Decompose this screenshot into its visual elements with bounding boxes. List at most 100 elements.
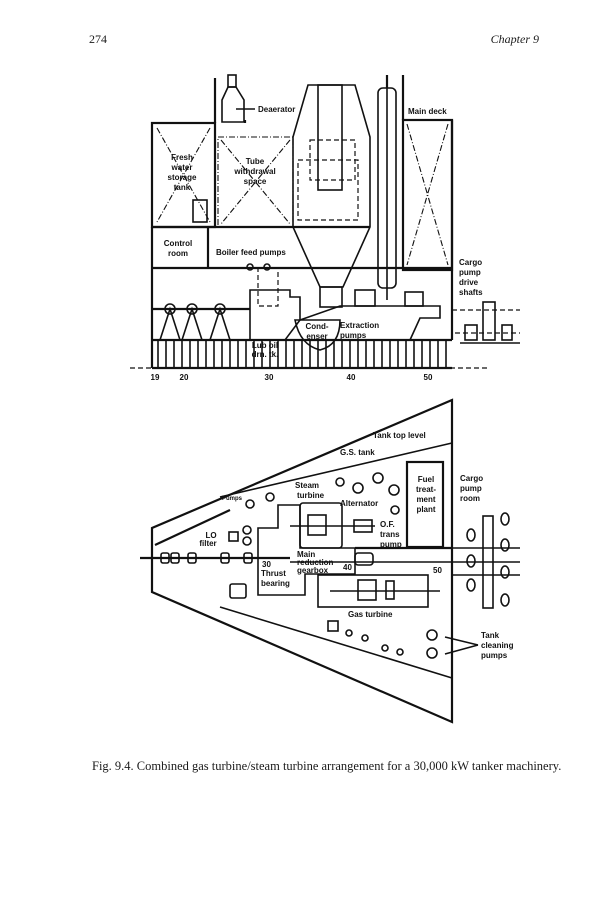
frame-numbers-elevation: 19 20 30 40 50 <box>151 373 433 382</box>
label-line: treat- <box>416 485 436 494</box>
label-cargo-pump-room: Cargo pump room <box>460 474 483 503</box>
cargo-pump <box>500 538 510 552</box>
cargo-pump <box>466 554 476 568</box>
frame-number: 40 <box>347 373 356 382</box>
pump-circle <box>242 525 252 535</box>
label-line: water <box>171 163 193 172</box>
label-line: Lub oil <box>252 341 278 350</box>
label-line: plant <box>416 505 435 514</box>
label-lo-filter: LO filter <box>199 531 216 548</box>
cargo-pump <box>466 528 476 542</box>
pump-circle <box>390 505 400 515</box>
shaft-coupling <box>170 552 180 564</box>
label-line: Main <box>297 550 315 559</box>
label-alternator: Alternator <box>340 499 378 508</box>
label-line: Cargo <box>460 474 483 483</box>
label-boiler-feed-pumps: Boiler feed pumps <box>216 248 286 257</box>
cargo-pump-manifold <box>482 515 494 609</box>
pump-circle <box>396 648 404 656</box>
cargo-pump <box>466 578 476 592</box>
elevation-view <box>130 74 520 370</box>
label-line: bearing <box>261 579 290 588</box>
label-line: room <box>460 494 480 503</box>
pump-circle <box>426 629 438 641</box>
frame-numbers-plan: 30 40 50 <box>262 560 442 575</box>
label-line: Extraction <box>340 321 379 330</box>
label-line: ment <box>416 495 435 504</box>
pump-circle <box>426 647 438 659</box>
label-line: pumps <box>481 651 508 660</box>
label-line: trans <box>380 530 400 539</box>
pump-circle <box>335 477 345 487</box>
pump-circle <box>245 499 255 509</box>
label-fresh-water-tank: Fresh water storage tank <box>168 153 197 192</box>
cargo-pump <box>500 593 510 607</box>
label-line: pump <box>459 268 481 277</box>
label-tank-cleaning-pumps: Tank cleaning pumps <box>481 631 514 660</box>
pump-circle <box>361 634 369 642</box>
label-line: Tank <box>481 631 500 640</box>
label-line: tank <box>174 183 191 192</box>
label-extraction-pumps: Extraction pumps <box>340 321 379 340</box>
label-tank-top-level: Tank top level <box>373 431 426 440</box>
boiler <box>292 84 371 308</box>
label-condenser: Cond- enser <box>305 322 328 341</box>
label-line: Steam <box>295 481 319 490</box>
page-number: 274 <box>89 32 107 46</box>
frame-number: 20 <box>180 373 189 382</box>
label-line: room <box>168 249 188 258</box>
shaft-coupling <box>160 552 170 564</box>
label-gs-tank: G.S. tank <box>340 448 375 457</box>
frame-number: 50 <box>433 566 442 575</box>
pump-circle <box>381 644 389 652</box>
plan-view <box>140 398 520 724</box>
label-line: space <box>244 177 267 186</box>
hull-outline <box>150 398 454 724</box>
label-control-room: Control room <box>164 239 192 258</box>
pump-circle <box>372 472 384 484</box>
label-pumps: Pumps <box>222 496 243 502</box>
label-lub-oil-tank: Lub oil drn. tk. <box>252 341 279 359</box>
label-line: shafts <box>459 288 483 297</box>
label-fuel-treatment-plant: Fuel treat- ment plant <box>416 475 436 514</box>
pump-circle <box>352 482 364 494</box>
cargo-pump <box>500 512 510 526</box>
shaft-coupling <box>243 552 253 564</box>
pump-circle <box>242 536 252 546</box>
label-line: pump <box>380 540 402 549</box>
label-line: drive <box>459 278 479 287</box>
label-main-reduction-gearbox: Main reduction gearbox <box>297 550 334 575</box>
label-line: Control <box>164 239 192 248</box>
condenser <box>294 319 341 351</box>
label-line: gearbox <box>297 566 329 575</box>
shaft-coupling <box>187 552 197 564</box>
frame-number: 30 <box>262 560 271 569</box>
label-line: Tube <box>246 157 265 166</box>
shaft-coupling <box>220 552 230 564</box>
label-tube-withdrawal: Tube withdrawal space <box>233 157 275 186</box>
label-main-deck: Main deck <box>408 107 447 116</box>
label-deaerator: Deaerator <box>258 105 295 114</box>
label-line: Fresh <box>171 153 193 162</box>
label-steam-turbine: Steam turbine <box>295 481 325 500</box>
label-line: storage <box>168 173 197 182</box>
label-cargo-pump-drive-shafts: Cargo pump drive shafts <box>459 258 483 297</box>
cargo-pump <box>500 565 510 579</box>
pump-circle <box>265 492 275 502</box>
frame-number: 30 <box>265 373 274 382</box>
frame-number: 50 <box>424 373 433 382</box>
label-line: drn. tk. <box>252 350 279 359</box>
pump-circle <box>388 484 400 496</box>
label-line: enser <box>306 332 327 341</box>
label-line: LO <box>205 531 216 540</box>
deaerator-tank <box>221 74 255 123</box>
label-line: cleaning <box>481 641 514 650</box>
label-line: O.F. <box>380 520 395 529</box>
frame-number: 19 <box>151 373 160 382</box>
main-deck-space <box>401 118 454 272</box>
label-line: Thrust <box>261 569 286 578</box>
label-line: pumps <box>340 331 367 340</box>
label-line: turbine <box>297 491 325 500</box>
label-line: Cargo <box>459 258 482 267</box>
double-bottom-frames <box>157 340 447 368</box>
